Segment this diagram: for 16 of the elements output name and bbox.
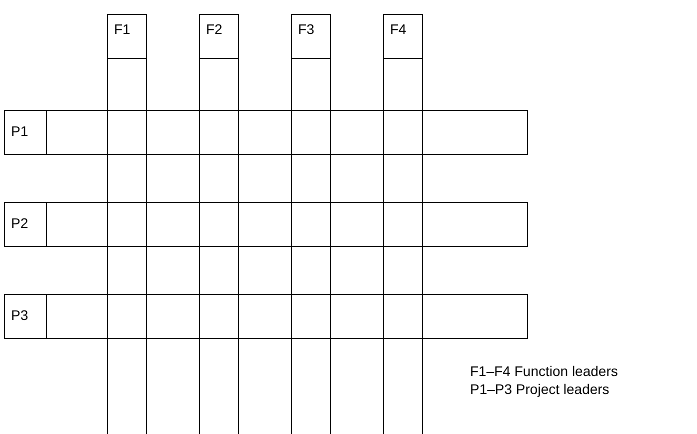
- column-label: F4: [384, 15, 422, 59]
- row-label: P1: [5, 111, 47, 154]
- function-column: [291, 14, 331, 434]
- project-row: [4, 294, 528, 339]
- column-label: F1: [108, 15, 146, 59]
- column-label: F2: [200, 15, 238, 59]
- project-row: [4, 110, 528, 155]
- legend-note: P1–P3 Project leaders: [470, 381, 610, 397]
- function-column: [199, 14, 239, 434]
- function-column: [383, 14, 423, 434]
- project-row: [4, 202, 528, 247]
- column-label: F3: [292, 15, 330, 59]
- row-label: P2: [5, 203, 47, 246]
- function-column: [107, 14, 147, 434]
- legend-note: F1–F4 Function leaders: [470, 363, 618, 379]
- row-label: P3: [5, 295, 47, 338]
